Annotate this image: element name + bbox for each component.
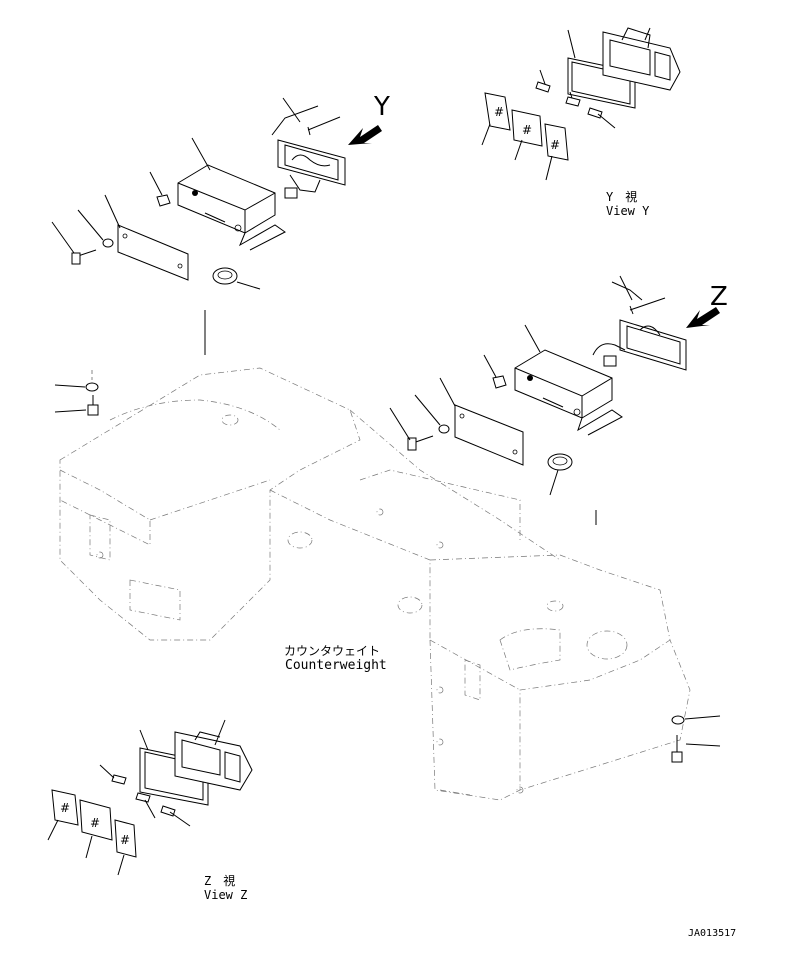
counterweight-body — [59, 367, 691, 801]
view-y-detail: # # # — [481, 27, 681, 181]
counterweight-label-jp: カウンタウェイト — [284, 644, 381, 658]
view-z-title-jp: Z 視 — [204, 874, 236, 888]
svg-text:#: # — [522, 123, 532, 137]
svg-text:#: # — [90, 816, 100, 830]
svg-text:#: # — [550, 138, 560, 152]
drawing-number: JA013517 — [688, 928, 737, 939]
counterweight-label-en: Counterweight — [285, 658, 387, 673]
view-y-title-en: View Y — [606, 204, 650, 218]
svg-text:#: # — [494, 105, 504, 119]
svg-text:#: # — [120, 833, 130, 847]
top-lamp-assembly — [51, 97, 382, 355]
arrow-y-letter: Y — [374, 92, 390, 122]
right-mount-bolts — [671, 715, 721, 763]
left-mount-bolts — [54, 370, 99, 416]
view-z-detail: # # # — [47, 719, 253, 876]
arrow-z-letter: Z — [710, 282, 728, 312]
svg-text:#: # — [60, 801, 70, 815]
view-y-title-jp: Y 視 — [606, 190, 638, 204]
view-z-title-en: View Z — [204, 888, 248, 902]
right-lamp-assembly — [389, 275, 720, 525]
